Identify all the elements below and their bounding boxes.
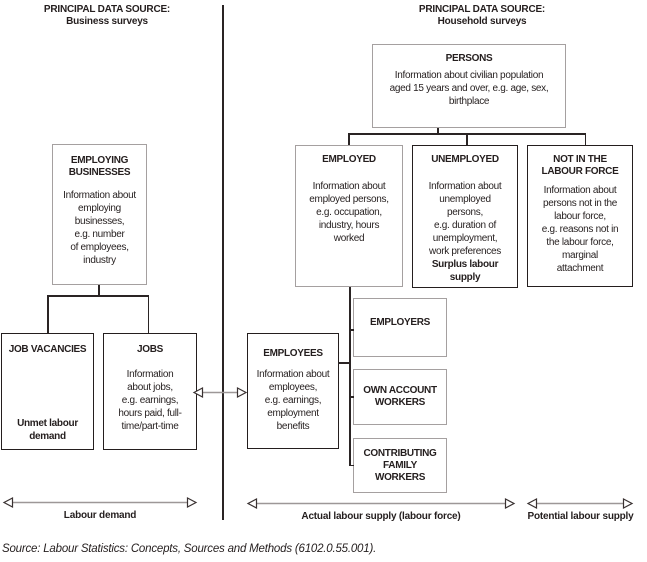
connector-line xyxy=(437,128,439,134)
box-unemployed-body: Information about unemployed persons, e.… xyxy=(428,181,502,257)
potential-labour-supply-double-arrow-icon xyxy=(526,498,634,509)
box-employees: EMPLOYEES Information about employees, e… xyxy=(247,333,339,449)
connector-line xyxy=(348,133,350,145)
box-persons: PERSONS Information about civilian popul… xyxy=(372,44,566,128)
box-not-in-labour-force: NOT IN THE LABOUR FORCE Information abou… xyxy=(527,145,633,287)
header-household-surveys: PRINCIPAL DATA SOURCE: Household surveys xyxy=(418,4,546,27)
box-job-vacancies: JOB VACANCIES Unmet labour demand xyxy=(1,333,94,450)
box-unemployed: UNEMPLOYED Information about unemployed … xyxy=(412,145,518,288)
connector-line xyxy=(466,133,468,145)
box-jobs-body: Information about jobs, e.g. earnings, h… xyxy=(118,369,182,432)
box-own-account-workers-title: OWN ACCOUNT WORKERS xyxy=(363,385,437,408)
connector-line xyxy=(98,285,100,296)
actual-labour-supply-double-arrow-icon xyxy=(246,498,516,509)
box-jobs: JOBS Information about jobs, e.g. earnin… xyxy=(103,333,197,450)
connector-line xyxy=(47,295,149,297)
box-employed-title: EMPLOYED xyxy=(322,154,376,165)
box-job-vacancies-footer: Unmet labour demand xyxy=(17,418,78,442)
potential-labour-supply-label: Potential labour supply xyxy=(527,511,634,522)
box-employing-businesses-body: Information about employing businesses, … xyxy=(63,190,136,266)
connector-line xyxy=(584,133,586,145)
box-employed-body: Information about employed persons, e.g.… xyxy=(309,181,389,244)
box-employers-title: EMPLOYERS xyxy=(369,316,431,328)
connector-line xyxy=(47,295,49,333)
box-job-vacancies-title: JOB VACANCIES xyxy=(8,344,87,355)
jobs-employees-double-arrow-icon xyxy=(192,387,248,398)
box-employing-businesses-title: EMPLOYING BUSINESSES xyxy=(68,155,131,178)
box-contributing-family-workers-title: CONTRIBUTING FAMILY WORKERS xyxy=(363,447,437,483)
header-business-surveys: PRINCIPAL DATA SOURCE: Business surveys xyxy=(43,4,171,27)
labour-demand-label: Labour demand xyxy=(63,510,137,521)
box-unemployed-title: UNEMPLOYED xyxy=(431,154,499,165)
box-employed: EMPLOYED Information about employed pers… xyxy=(295,145,403,287)
box-persons-title: PERSONS xyxy=(445,53,493,64)
centre-divider-line xyxy=(222,5,224,520)
box-own-account-workers: OWN ACCOUNT WORKERS xyxy=(353,369,447,425)
actual-labour-supply-label: Actual labour supply (labour force) xyxy=(301,511,461,522)
box-not-in-labour-force-title: NOT IN THE LABOUR FORCE xyxy=(541,154,619,177)
box-unemployed-footer: Surplus labour supply xyxy=(431,259,499,283)
connector-line xyxy=(350,464,354,466)
box-employing-businesses: EMPLOYING BUSINESSES Information about e… xyxy=(52,144,147,285)
connector-line xyxy=(338,362,350,364)
labour-demand-double-arrow-icon xyxy=(2,497,198,508)
box-employees-title: EMPLOYEES xyxy=(263,348,323,359)
connector-line xyxy=(350,396,354,398)
box-jobs-title: JOBS xyxy=(136,344,164,355)
source-note: Source: Labour Statistics: Concepts, Sou… xyxy=(2,543,377,555)
box-employees-body: Information about employees, e.g. earnin… xyxy=(256,369,330,432)
connector-line xyxy=(350,329,354,331)
connector-line xyxy=(349,287,351,466)
box-employers: EMPLOYERS xyxy=(353,298,447,357)
connector-line xyxy=(147,295,149,333)
box-contributing-family-workers: CONTRIBUTING FAMILY WORKERS xyxy=(353,438,447,493)
box-persons-body: Information about civilian population ag… xyxy=(389,70,549,107)
box-not-in-labour-force-body: Information about persons not in the lab… xyxy=(541,185,619,274)
